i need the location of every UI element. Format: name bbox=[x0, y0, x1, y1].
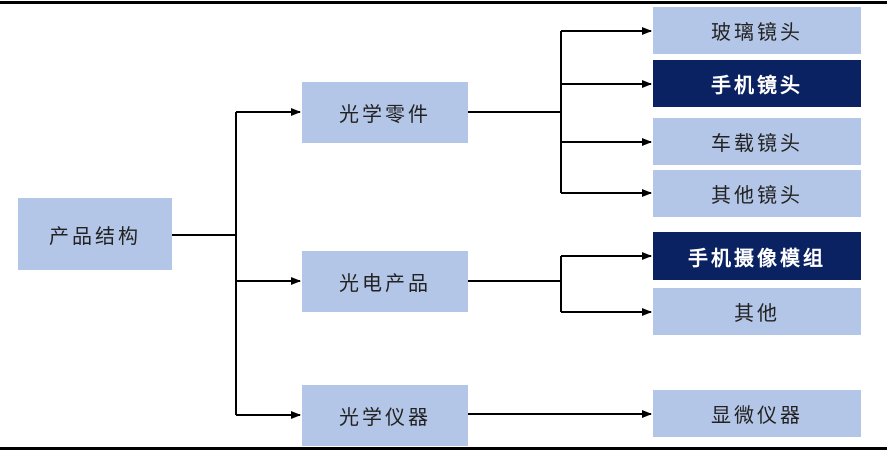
bottom-rule bbox=[0, 447, 887, 450]
category-node-optoelectronic: 光电产品 bbox=[302, 251, 468, 312]
category-node-optical-instruments: 光学仪器 bbox=[302, 385, 468, 446]
leaf-node-other-lens: 其他镜头 bbox=[653, 170, 861, 217]
leaf-node-phone-lens: 手机镜头 bbox=[653, 60, 861, 107]
leaf-node-glass-lens: 玻璃镜头 bbox=[653, 7, 861, 54]
top-rule bbox=[0, 1, 887, 4]
leaf-node-phone-camera-module: 手机摄像模组 bbox=[653, 232, 861, 280]
leaf-node-vehicle-lens: 车载镜头 bbox=[653, 118, 861, 165]
root-node: 产品结构 bbox=[18, 198, 172, 270]
leaf-node-microscope: 显微仪器 bbox=[653, 390, 861, 437]
category-node-optical-parts: 光学零件 bbox=[302, 82, 468, 143]
leaf-node-other: 其他 bbox=[653, 288, 861, 335]
